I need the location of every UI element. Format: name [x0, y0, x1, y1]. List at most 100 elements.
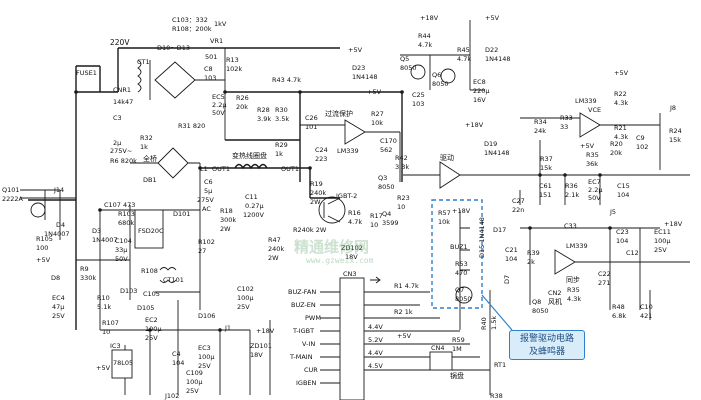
- label-voltage-5-2v: 5.2V: [368, 336, 383, 344]
- label-q3: Q3: [378, 174, 387, 182]
- label-220v: 220V: [110, 38, 130, 47]
- label-d3: D3: [92, 227, 101, 235]
- label-q101: Q101: [2, 186, 20, 194]
- label-buz-en: BUZ-EN: [291, 301, 316, 309]
- label-r35-value: 36k: [586, 160, 598, 168]
- label-q5: Q5: [400, 55, 409, 63]
- label-d10-d13: D10～D13: [157, 44, 190, 52]
- label-ec8-value: 220μ: [473, 87, 490, 95]
- label-lm339-overcurrent: LM339: [337, 147, 359, 155]
- label-r108: R108: [141, 267, 158, 275]
- label-c10: C10: [640, 303, 653, 311]
- label-r36: R36: [565, 182, 578, 190]
- label-plus18v-j1: +18V: [256, 327, 275, 335]
- watermark-url: www.gzweix.com: [306, 256, 374, 265]
- label-r44-value: 4.7k: [418, 41, 432, 49]
- label-ec4-rating: 25V: [52, 312, 65, 320]
- label-c12: C12: [626, 249, 639, 257]
- label-r9: R9: [80, 265, 89, 273]
- label-r39-value: 2k: [527, 258, 535, 266]
- label-c102-value: 100μ: [237, 294, 254, 302]
- label-r27: R27: [371, 110, 384, 118]
- label-j5: J5: [609, 208, 616, 216]
- label-r105: R105: [36, 235, 53, 243]
- label-r24-value: 15k: [669, 136, 681, 144]
- label-r105-value: 100: [36, 244, 48, 252]
- label-t-igbt: T-IGBT: [292, 327, 314, 335]
- label-q8: Q8: [532, 298, 541, 306]
- callout-line-1: 报警驱动电路: [519, 334, 574, 344]
- label-r35-lower: R35: [567, 286, 580, 294]
- label-v-in: V-IN: [302, 340, 315, 348]
- label-r102: R102: [198, 238, 215, 246]
- label-fuse1: FUSE1: [76, 69, 97, 77]
- label-cn4: CN4: [431, 344, 445, 352]
- label-d3-value: 1N4007: [92, 236, 118, 244]
- label-c105: C105: [143, 290, 160, 298]
- label-r44: R44: [418, 32, 431, 40]
- label-r32-value: 1k: [140, 143, 148, 151]
- label-c10-value: 421: [640, 312, 652, 320]
- label-out1-right: OUT1: [281, 165, 299, 173]
- label-r22: R22: [614, 90, 627, 98]
- label-plus18v-buzzer: +18V: [452, 207, 471, 215]
- label-ec5: EC5: [212, 93, 225, 101]
- label-cn2-fan: 风机: [548, 297, 562, 306]
- label-q3-value: 8050: [378, 183, 395, 191]
- label-ec11-rating: 25V: [654, 246, 667, 254]
- label-r13: R13: [226, 56, 239, 64]
- label-igbt2: IGBT-2: [336, 192, 357, 200]
- label-vce: VCE: [588, 106, 601, 114]
- label-sync: 同步: [566, 276, 580, 284]
- label-r29-value: 1k: [275, 150, 283, 158]
- label-cn2: CN2: [548, 289, 562, 297]
- label-q6: Q6: [432, 71, 441, 79]
- label-r103-value: 680k: [118, 219, 134, 227]
- label-r34-value: 24k: [534, 127, 546, 135]
- label-r18-value: 300k: [220, 216, 236, 224]
- label-plus5v-q6: +5V: [485, 14, 500, 22]
- label-r240k-2w: R240k 2W: [293, 226, 327, 234]
- label-d23-value: 1N4148: [352, 73, 378, 81]
- label-r53: R53: [455, 260, 468, 268]
- label-r31: R31 820: [178, 122, 205, 130]
- label-buz-fan: BUZ-FAN: [288, 288, 316, 296]
- label-db1: DB1: [143, 176, 157, 184]
- label-c6-rating: 275V: [197, 196, 214, 204]
- label-drive: 驱动: [440, 153, 454, 162]
- label-buz1: BUZ1: [450, 243, 468, 251]
- label-overcurrent-protection: 过流保护: [325, 109, 353, 118]
- label-d7: D7: [503, 275, 511, 284]
- label-c103: C103：332: [172, 16, 208, 24]
- label-plus18v-ec11: +18V: [664, 220, 683, 228]
- label-q8-value: 8050: [532, 307, 549, 315]
- label-c21: C21: [505, 246, 518, 254]
- label-c11-rating: 1200V: [243, 211, 265, 219]
- label-d22-value: 1N4148: [485, 55, 511, 63]
- label-r18-rating: 2W: [220, 225, 231, 233]
- label-d4: D4: [56, 221, 65, 229]
- label-r16: R16: [348, 209, 361, 217]
- label-r23-value: 10: [397, 203, 405, 211]
- label-l1: L1: [200, 165, 208, 173]
- label-c170-value: 562: [380, 146, 392, 154]
- label-r10: R10: [97, 294, 110, 302]
- label-c22: C22: [598, 270, 611, 278]
- label-ec8-rating: 16V: [473, 96, 486, 104]
- label-r23: R23: [397, 194, 410, 202]
- label-r103: R103: [118, 210, 135, 218]
- label-r40-value: 1.5k: [490, 316, 498, 330]
- label-ec8: EC8: [473, 78, 486, 86]
- label-c6: C6: [204, 178, 213, 186]
- label-r107-value: 10: [102, 328, 110, 336]
- label-r47-value: 240k: [268, 245, 284, 253]
- label-plus5v-1: +5V: [348, 46, 363, 54]
- label-c61-value: 151: [539, 191, 551, 199]
- label-c23: C23: [616, 228, 629, 236]
- label-ec3: EC3: [198, 344, 211, 352]
- label-r20-value: 20k: [610, 149, 622, 157]
- label-d101: D101: [173, 210, 190, 218]
- label-r32: R32: [140, 134, 153, 142]
- label-plus18v-q5: +18V: [420, 14, 439, 22]
